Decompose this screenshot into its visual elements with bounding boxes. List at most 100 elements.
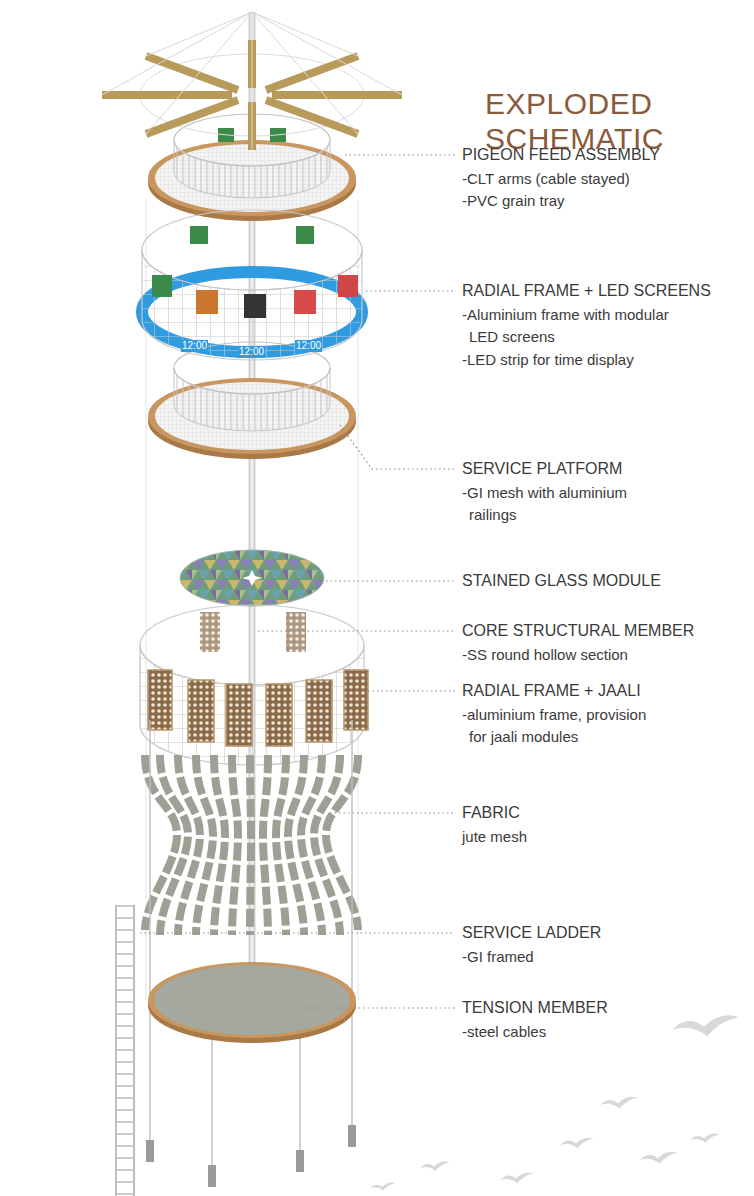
service-ladder-part <box>116 905 134 1196</box>
service-ladder-part <box>133 905 135 1196</box>
birds-part <box>560 1138 594 1149</box>
jaali-ring-part <box>266 684 292 746</box>
jute-fabric-part <box>276 755 286 935</box>
base-disc-part <box>154 965 350 1035</box>
part-note: -Aluminium frame with modular LED screen… <box>462 304 679 348</box>
jute-fabric-part <box>232 755 238 935</box>
led-time-display: 12:00 <box>181 340 208 352</box>
tension-cables-part-part <box>351 720 352 1125</box>
led-ring-part <box>244 294 266 318</box>
service-ladder-part <box>115 905 117 1196</box>
clt-arms-part-part <box>266 56 358 90</box>
led-ring-part <box>142 250 362 360</box>
tension-cables <box>146 720 356 1187</box>
led-ring-part <box>338 275 358 297</box>
service-ladder <box>116 905 134 1196</box>
tension-cables-part-part <box>146 1140 154 1162</box>
jaali-ring <box>140 605 368 765</box>
tension-cables-part-part <box>211 1030 212 1165</box>
led-ring-part <box>196 290 218 314</box>
birds <box>370 1015 739 1190</box>
tension-cables-part-part <box>208 1165 216 1187</box>
birds-part <box>690 1134 719 1143</box>
clt-arms-part <box>102 12 402 150</box>
part-note: -GI framed <box>462 946 739 968</box>
part-heading: RADIAL FRAME + JAALI <box>462 681 641 701</box>
jute-fabric <box>145 755 358 935</box>
base-disc-part <box>148 962 356 1038</box>
jaali-ring-part <box>140 645 364 765</box>
clt-arms-part-part <box>146 12 252 56</box>
jute-fabric-part <box>196 755 213 935</box>
clt-arms-part-part <box>272 91 402 99</box>
clt-arms-part-part <box>102 91 232 99</box>
tension-cables-part-part <box>299 1030 300 1150</box>
led-ring <box>142 210 362 360</box>
jute-fabric-part <box>250 755 251 935</box>
clt-arms <box>102 12 402 150</box>
leader-lines-part <box>326 580 455 581</box>
clt-arms-part-part <box>102 12 252 95</box>
jute-fabric-part <box>214 755 225 935</box>
led-ring-part <box>152 275 172 297</box>
part-heading: SERVICE PLATFORM <box>462 459 622 479</box>
part-heading: FABRIC <box>462 803 520 823</box>
jute-fabric-part <box>263 755 268 935</box>
part-heading: STAINED GLASS MODULE <box>462 571 661 591</box>
part-note: -CLT arms (cable stayed) <box>462 168 739 190</box>
diagram-title: EXPLODED SCHEMATIC <box>485 86 675 156</box>
jaali-ring-part <box>344 670 368 730</box>
top-platform-part <box>148 140 356 216</box>
led-ring-part <box>296 226 314 244</box>
leader-lines-part <box>140 932 455 933</box>
clt-arms-part-part <box>266 100 358 134</box>
base-disc <box>148 962 356 1043</box>
clt-arms-part-part <box>252 12 402 95</box>
part-heading: CORE STRUCTURAL MEMBER <box>462 621 694 641</box>
led-time-display: 12:00 <box>238 346 265 358</box>
clt-arms-part-part <box>146 12 252 134</box>
part-note: -LED strip for time display <box>462 349 739 371</box>
part-note: -steel cables <box>462 1021 739 1043</box>
part-note: -aluminium frame, provision for jaali mo… <box>462 704 649 748</box>
tension-cables-part-part <box>296 1150 304 1172</box>
jaali-ring-part <box>148 670 172 730</box>
jaali-ring-part <box>200 612 220 652</box>
birds-part <box>640 1152 678 1164</box>
service-platform-part <box>174 368 330 431</box>
jaali-ring-part <box>188 680 214 742</box>
leader-lines-part <box>300 1007 455 1008</box>
led-ring-part <box>190 226 208 244</box>
leader-lines-part <box>340 425 455 469</box>
jaali-ring-part <box>226 684 252 746</box>
tension-cables-part <box>150 720 352 1165</box>
leader-lines-part <box>368 690 455 691</box>
leader-lines-part <box>330 812 455 813</box>
stained-glass-part <box>242 570 262 586</box>
birds-part <box>600 1097 638 1109</box>
clt-arms-part-part <box>146 56 238 90</box>
part-heading: RADIAL FRAME + LED SCREENS <box>462 281 711 301</box>
stained-glass <box>180 550 324 606</box>
stained-glass-part <box>180 550 324 606</box>
clt-arms-part-part <box>252 12 358 56</box>
tension-cables-part-part <box>348 1125 356 1147</box>
leader-lines-part <box>258 630 455 631</box>
part-note: -PVC grain tray <box>462 190 739 212</box>
tension-cables-part-part <box>149 720 150 1140</box>
service-platform <box>148 342 356 459</box>
part-note: jute mesh <box>462 826 739 848</box>
part-heading: TENSION MEMBER <box>462 998 608 1018</box>
leader-lines <box>140 155 455 1008</box>
part-note: -SS round hollow section <box>462 644 739 666</box>
tension-cables-part <box>146 1125 356 1187</box>
birds-part <box>420 1162 449 1171</box>
jute-fabric-part <box>326 755 358 930</box>
jaali-ring-part <box>286 612 306 652</box>
birds-part <box>500 1173 534 1184</box>
part-heading: SERVICE LADDER <box>462 923 601 943</box>
birds-part <box>370 1183 395 1191</box>
clt-arms-part-part <box>146 100 238 134</box>
